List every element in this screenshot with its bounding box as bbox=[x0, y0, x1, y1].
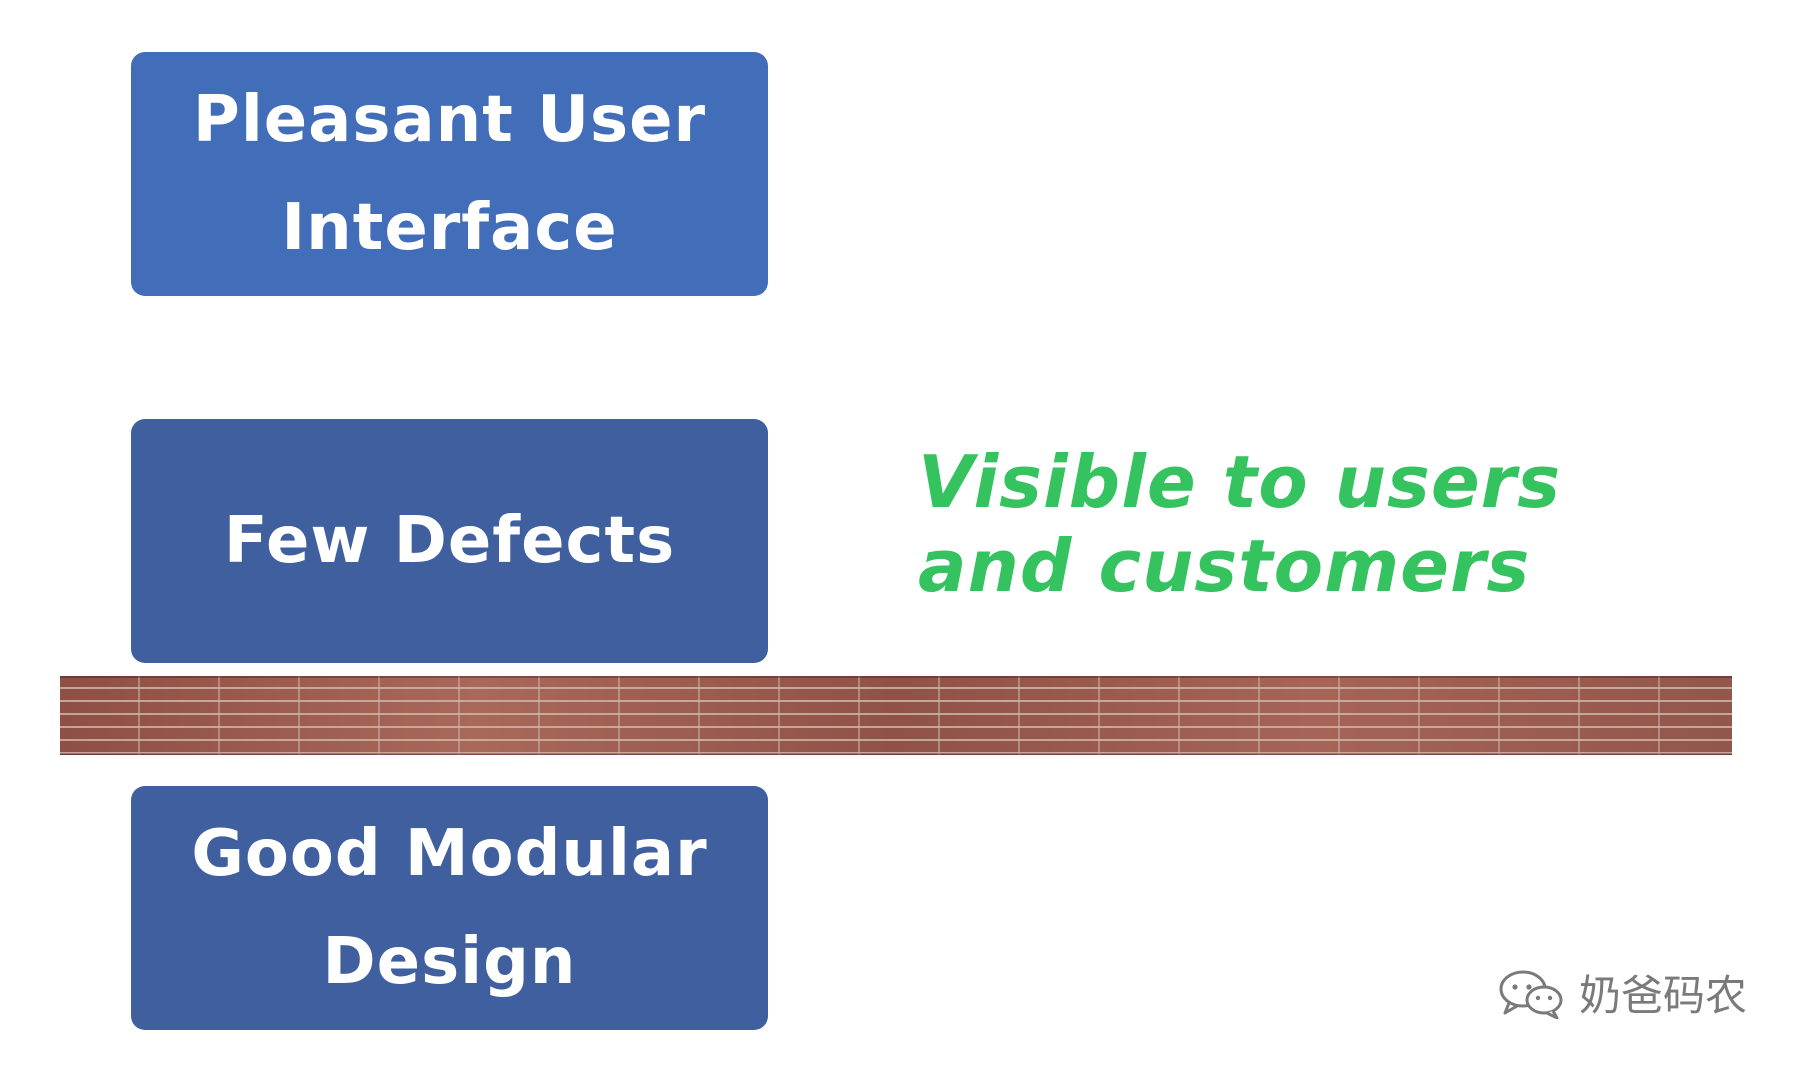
box-pleasant-user-interface: Pleasant User Interface bbox=[131, 52, 768, 296]
watermark-text: 奶爸码农 bbox=[1579, 971, 1748, 1020]
watermark: 奶爸码农 bbox=[1497, 962, 1747, 1023]
callout-line2: and customers bbox=[918, 524, 1531, 608]
box-label-line1: Pleasant User bbox=[192, 83, 707, 157]
box-good-modular-design: Good Modular Design bbox=[131, 786, 768, 1030]
visibility-callout: Visible to users and customers bbox=[918, 440, 1638, 608]
box-label-line1: Good Modular bbox=[191, 817, 708, 891]
wechat-icon bbox=[1499, 970, 1563, 1019]
box-label-line1: Few Defects bbox=[223, 504, 676, 578]
box-few-defects: Few Defects bbox=[131, 419, 768, 663]
box-label-line2: Design bbox=[322, 925, 577, 999]
box-label-line2: Interface bbox=[281, 191, 618, 265]
callout-line1: Visible to users bbox=[918, 440, 1562, 524]
brick-wall-divider bbox=[60, 676, 1732, 755]
